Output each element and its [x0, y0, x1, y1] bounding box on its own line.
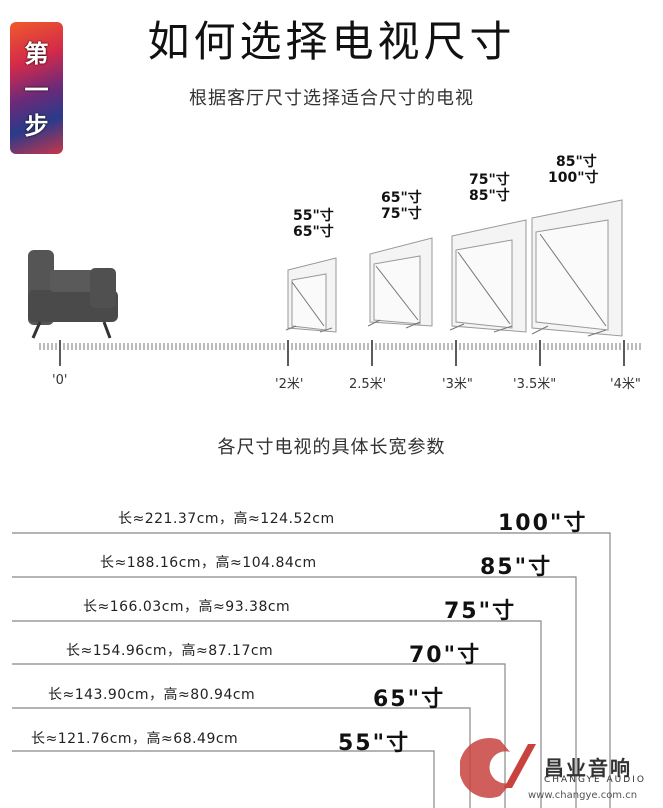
tv-size-heading: 70"寸 [409, 643, 482, 668]
tv-size-text: 65"寸 [293, 224, 334, 240]
tv-dimensions: 长≈166.03cm，高≈93.38cm [83, 599, 291, 615]
tv-group-65-75 [367, 237, 433, 329]
badge-char: 第 [24, 40, 49, 68]
tv-size-label: 55"寸 65"寸 [293, 208, 334, 240]
distance-tick-label: '3.5米" [513, 377, 557, 392]
tv-size-heading: 85"寸 [480, 555, 553, 580]
tv-size-heading: 55"寸 [338, 731, 411, 756]
brand-name: 昌业音响 [544, 756, 632, 780]
tv-dimensions: 长≈221.37cm，高≈124.52cm [118, 511, 335, 527]
distance-tick-label: '0' [52, 373, 68, 388]
tv-size-text: 55"寸 [293, 208, 334, 224]
tv-group-75-85 [449, 219, 527, 333]
tv-size-label: 85"寸 100"寸 [548, 154, 599, 186]
tv-group-55-65 [285, 257, 337, 333]
tv-dimensions: 长≈188.16cm，高≈104.84cm [100, 555, 317, 571]
tv-size-text: 85"寸 [556, 154, 597, 170]
viewing-distance-diagram [28, 199, 641, 366]
size-frames [12, 532, 611, 808]
tv-size-text: 85"寸 [469, 188, 510, 204]
tv-size-text: 65"寸 [381, 190, 422, 206]
brand-url: www.changye.com.cn [528, 790, 638, 801]
tv-size-text: 75"寸 [469, 172, 510, 188]
tv-size-heading: 100"寸 [498, 511, 588, 536]
badge-char: 步 [24, 112, 49, 140]
page-title: 如何选择电视尺寸 [147, 17, 516, 66]
tv-size-label: 75"寸 85"寸 [469, 172, 510, 204]
distance-tick-label: '2米' [275, 377, 304, 392]
tv-size-heading: 65"寸 [373, 687, 446, 712]
brand-english-name: CHANGYE AUDIO [544, 775, 646, 785]
tv-size-label: 65"寸 75"寸 [381, 190, 422, 222]
tv-size-text: 75"寸 [381, 206, 422, 222]
step-badge: 第 一 步 [10, 22, 63, 154]
tv-size-text: 100"寸 [548, 170, 599, 186]
tv-size-heading: 75"寸 [444, 599, 517, 624]
page-subtitle: 根据客厅尺寸选择适合尺寸的电视 [189, 88, 474, 109]
badge-char: 一 [24, 76, 49, 104]
tv-dimensions: 长≈143.90cm，高≈80.94cm [48, 687, 256, 703]
tv-dimensions: 长≈154.96cm，高≈87.17cm [66, 643, 274, 659]
distance-tick-label: '3米" [442, 377, 473, 392]
tv-group-85-100 [531, 199, 623, 337]
tv-dimensions: 长≈121.76cm，高≈68.49cm [31, 731, 239, 747]
distance-tick-label: '4米" [610, 377, 641, 392]
sofa-icon [28, 250, 118, 339]
brand-logo-icon [460, 738, 536, 798]
section-title: 各尺寸电视的具体长宽参数 [217, 437, 446, 458]
distance-tick-label: 2.5米' [349, 377, 387, 392]
distance-ruler [39, 340, 641, 366]
